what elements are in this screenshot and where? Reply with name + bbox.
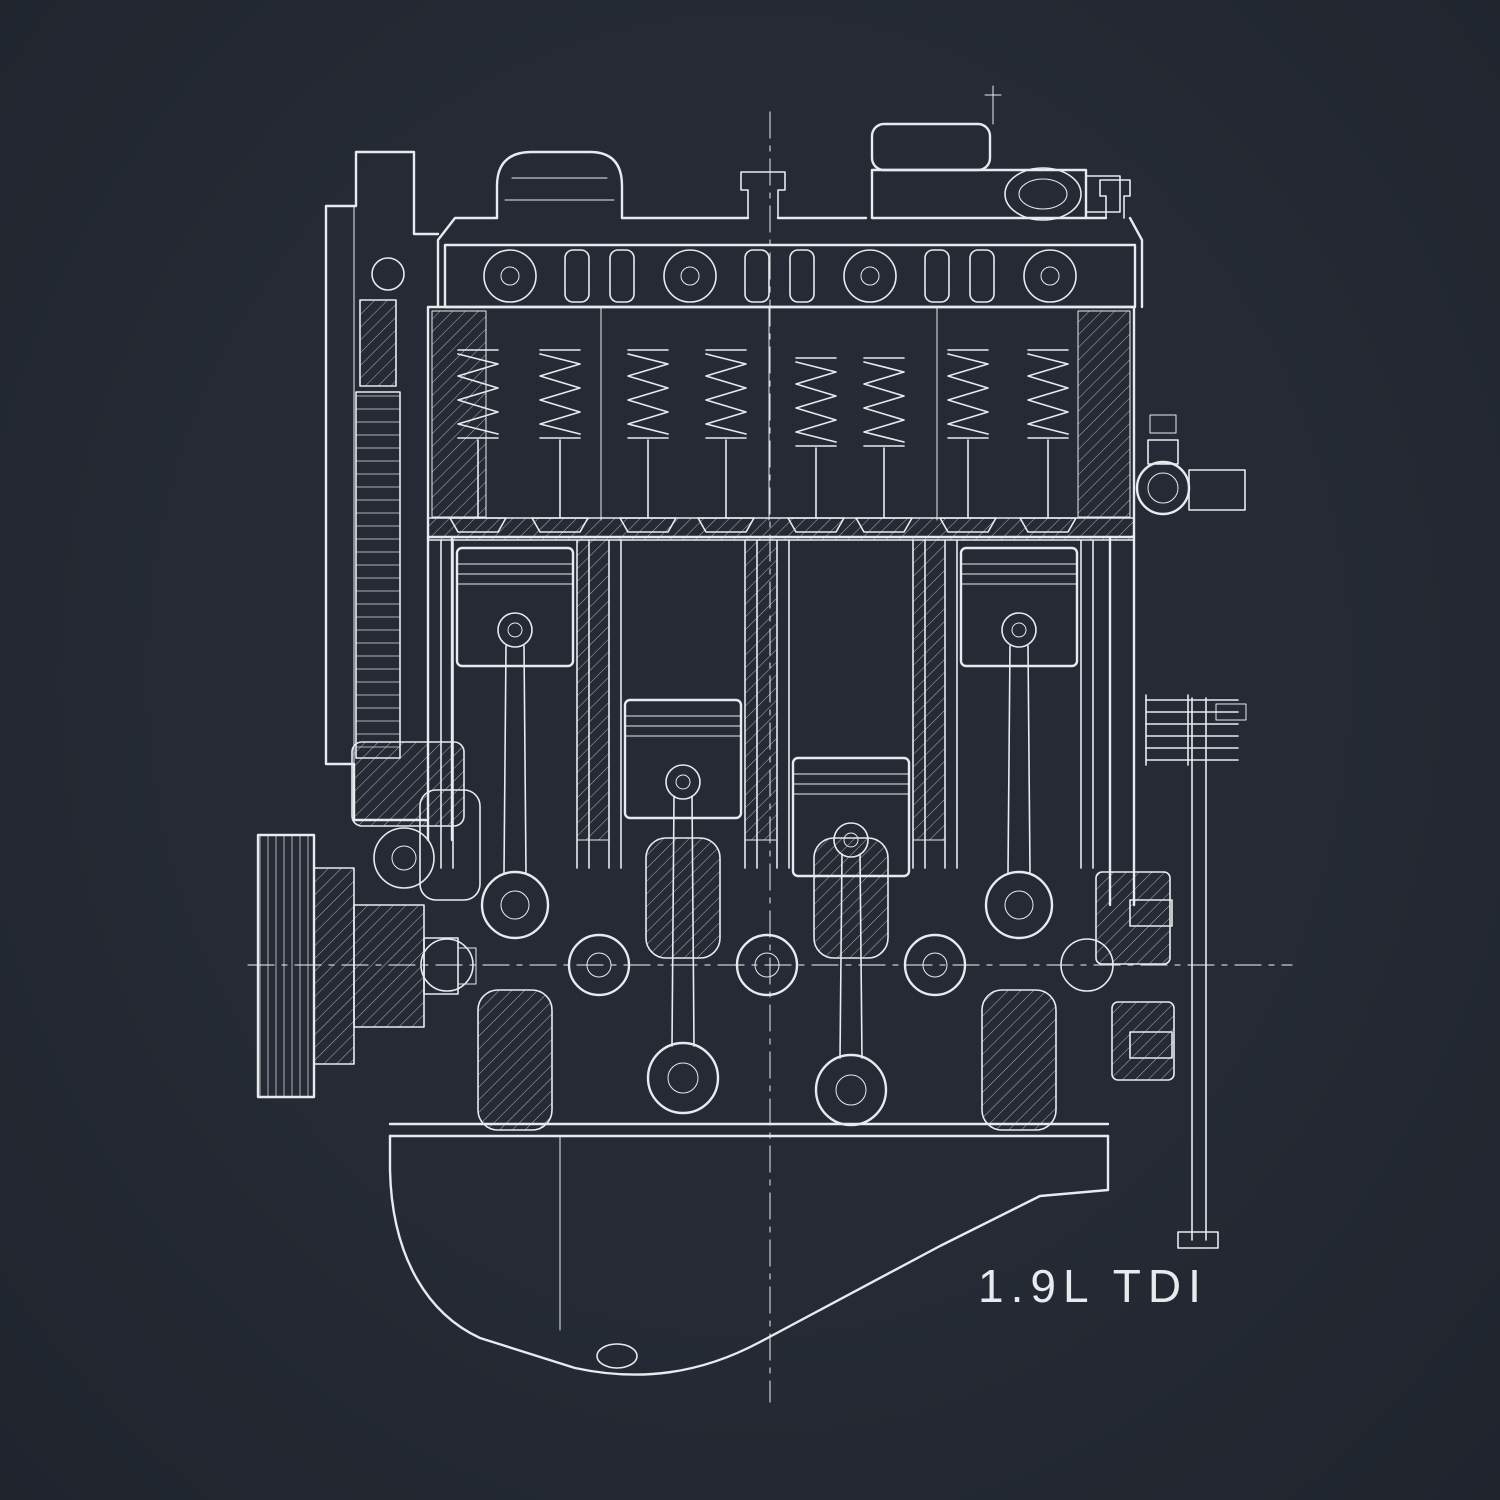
- counterweight: [813, 837, 889, 959]
- head-gasket: [427, 517, 1135, 541]
- piston-1: [455, 546, 575, 668]
- camshaft: [443, 243, 1137, 309]
- timing-gears: [355, 299, 401, 759]
- cylinder-head: [426, 305, 1136, 541]
- oil-filler-cap: [495, 150, 624, 220]
- water-outlet: [1135, 414, 1246, 516]
- valve-springs: [457, 349, 1069, 447]
- head-stud: [740, 171, 786, 219]
- flywheel-housing: [1095, 871, 1175, 1081]
- drain-plug: [596, 1343, 638, 1369]
- crank-pulley: [256, 833, 477, 1099]
- piston-4: [959, 546, 1079, 668]
- counterweight: [477, 989, 553, 1131]
- mounting-bracket: [1145, 694, 1247, 1249]
- piston-2: [623, 698, 743, 820]
- valves: [449, 439, 1077, 533]
- water-pump: [351, 741, 481, 901]
- head-stud: [1099, 179, 1131, 219]
- caption: 1.9L TDI: [978, 1260, 1208, 1312]
- counterweight: [981, 989, 1057, 1131]
- oil-pan: [388, 1122, 1110, 1376]
- counterweight: [645, 837, 721, 959]
- turbo-inlet: [870, 122, 1121, 221]
- crankshaft: [420, 837, 1114, 1131]
- cylinder-block: [426, 535, 1136, 907]
- valve-cover: [436, 171, 1144, 309]
